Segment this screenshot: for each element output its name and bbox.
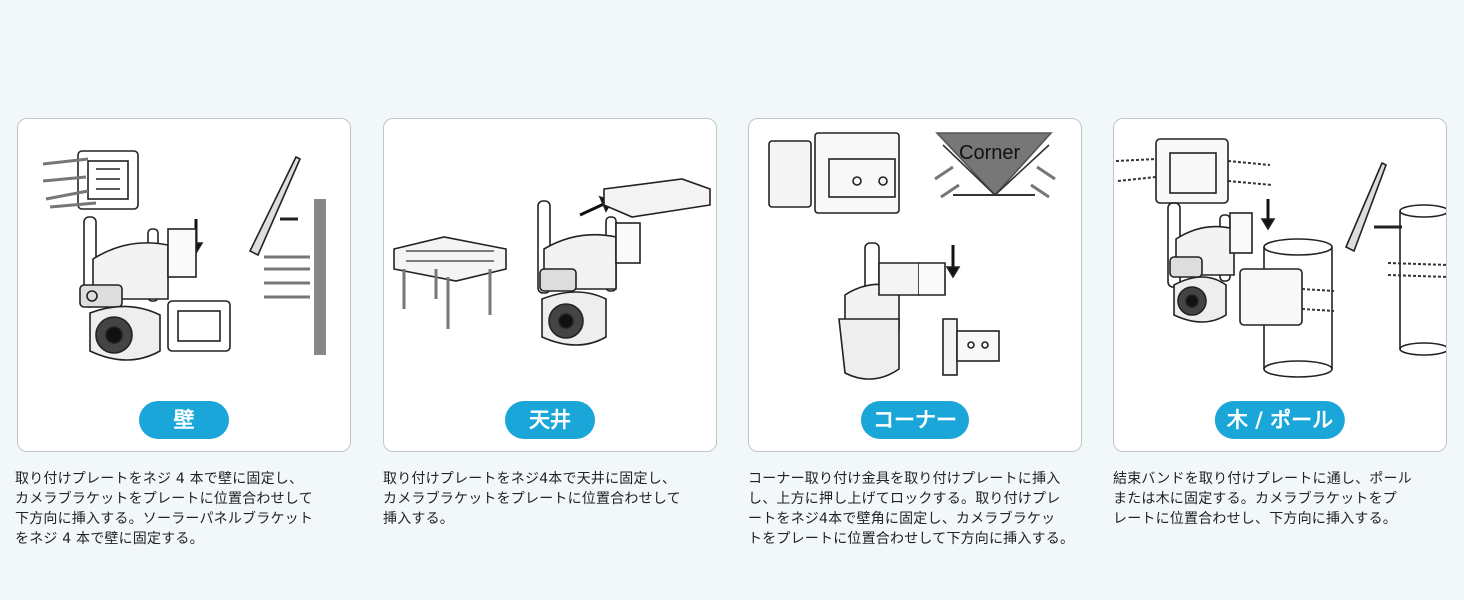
description-ceiling: 取り付けプレートをネジ4本で天井に固定し、 カメラブラケットをプレートに位置合わ… bbox=[383, 469, 727, 529]
wall-surface bbox=[314, 199, 326, 355]
camera-bracket bbox=[167, 300, 231, 352]
panel-corner: Corner コーナー bbox=[748, 118, 1082, 452]
mount-type-pill-ceiling: 天井 bbox=[505, 401, 595, 439]
panel-pole: 木 / ポール bbox=[1113, 118, 1447, 452]
description-line: ートをネジ4本で壁角に固定し、カメラブラケッ bbox=[748, 511, 1056, 527]
mounting-plate bbox=[814, 132, 900, 214]
corner-mount-illustration: Corner bbox=[768, 132, 1056, 380]
description-line: をネジ 4 本で壁に固定する。 bbox=[15, 531, 204, 547]
mount-type-pill-pole: 木 / ポール bbox=[1214, 401, 1346, 439]
description-line: コーナー取り付け金具を取り付けプレートに挿入 bbox=[748, 471, 1061, 487]
mount-type-pill-corner: コーナー bbox=[861, 401, 969, 439]
description-line: 取り付けプレートをネジ4本で天井に固定し、 bbox=[383, 471, 677, 487]
corner-label: Corner bbox=[959, 142, 1020, 164]
corner-wall bbox=[935, 132, 1053, 197]
panel-ceiling: 天井 bbox=[383, 118, 717, 452]
description-line: カメラブラケットをプレートに位置合わせして bbox=[383, 491, 681, 507]
wall-mount-illustration bbox=[42, 150, 326, 361]
mounting-plate bbox=[393, 236, 507, 282]
description-wall: 取り付けプレートをネジ 4 本で壁に固定し、 カメラブラケットをプレートに位置合… bbox=[15, 469, 359, 549]
panel-wall: 壁 bbox=[17, 118, 351, 452]
ceiling-mount-illustration bbox=[393, 178, 711, 346]
description-line: 挿入する。 bbox=[383, 511, 454, 527]
ceiling-plate bbox=[603, 178, 711, 218]
description-line: 取り付けプレートをネジ 4 本で壁に固定し、 bbox=[15, 471, 304, 487]
mounting-plate bbox=[1155, 138, 1229, 204]
pole-mount-illustration bbox=[1115, 138, 1446, 378]
description-line: トをプレートに位置合わせして下方向に挿入する。 bbox=[748, 531, 1075, 547]
description-line: レートに位置合わせし、下方向に挿入する。 bbox=[1113, 511, 1397, 527]
mounting-plate bbox=[77, 150, 139, 210]
description-line: カメラブラケットをプレートに位置合わせして bbox=[15, 491, 313, 507]
description-line: 結束バンドを取り付けプレートに通し、ポール bbox=[1113, 471, 1412, 487]
pole-plate bbox=[1239, 268, 1303, 326]
description-line: し、上方に押し上げてロックする。取り付けプレ bbox=[748, 491, 1061, 507]
mount-type-pill-wall: 壁 bbox=[139, 401, 229, 439]
description-corner: コーナー取り付け金具を取り付けプレートに挿入 し、上方に押し上げてロックする。取… bbox=[748, 469, 1110, 549]
description-line: 下方向に挿入する。ソーラーパネルブラケット bbox=[15, 511, 314, 527]
description-line: または木に固定する。カメラブラケットをプ bbox=[1113, 491, 1397, 507]
description-pole: 結束バンドを取り付けプレートに通し、ポール または木に固定する。カメラブラケット… bbox=[1113, 469, 1453, 529]
